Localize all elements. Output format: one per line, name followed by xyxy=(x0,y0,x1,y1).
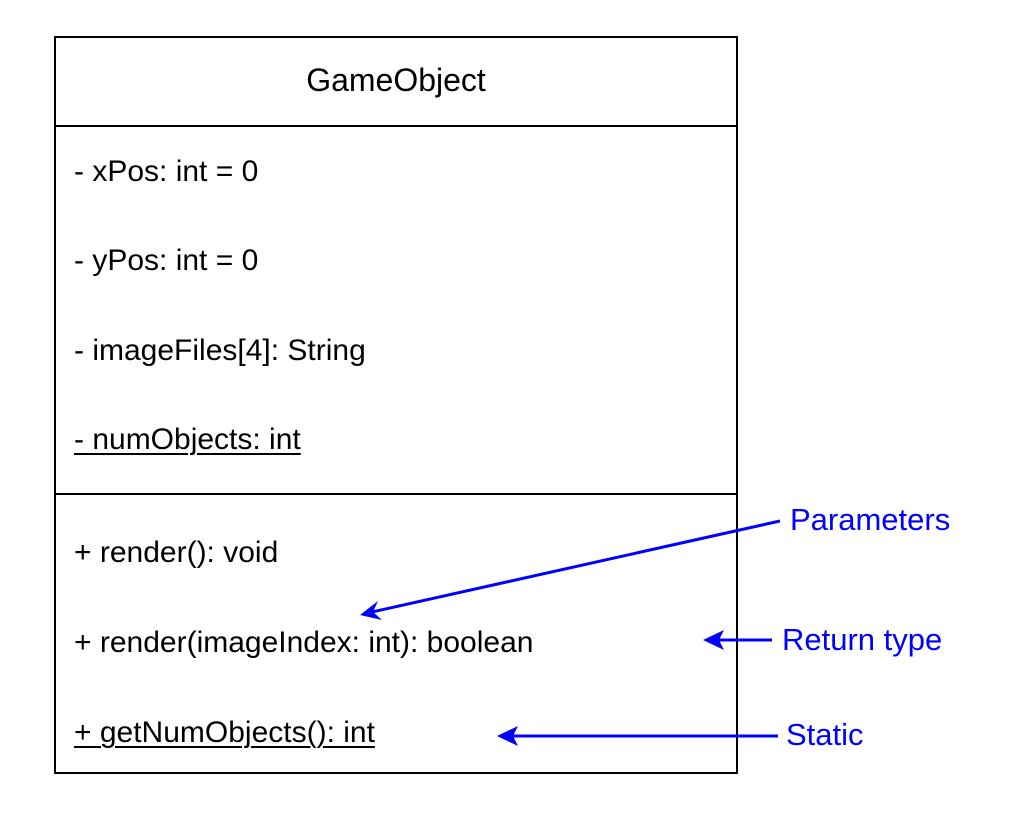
annotation-return-type: Return type xyxy=(782,622,943,657)
class-name: GameObject xyxy=(306,62,486,98)
attribute-image-files: - imageFiles[4]: String xyxy=(74,334,366,367)
operation-render: + render(): void xyxy=(74,536,279,569)
class-header: GameObject xyxy=(56,38,736,127)
attribute-xpos: - xPos: int = 0 xyxy=(74,155,259,188)
operation-get-num-objects-static: + getNumObjects(): int xyxy=(74,716,375,749)
attribute-num-objects-static: - numObjects: int xyxy=(74,423,301,456)
annotation-parameters: Parameters xyxy=(790,502,951,537)
attribute-ypos: - yPos: int = 0 xyxy=(74,244,259,277)
uml-class-box: GameObject - xPos: int = 0 - yPos: int =… xyxy=(54,36,738,774)
annotation-static: Static xyxy=(786,717,864,752)
section-divider xyxy=(56,493,736,495)
operation-render-image-index: + render(imageIndex: int): boolean xyxy=(74,626,534,659)
